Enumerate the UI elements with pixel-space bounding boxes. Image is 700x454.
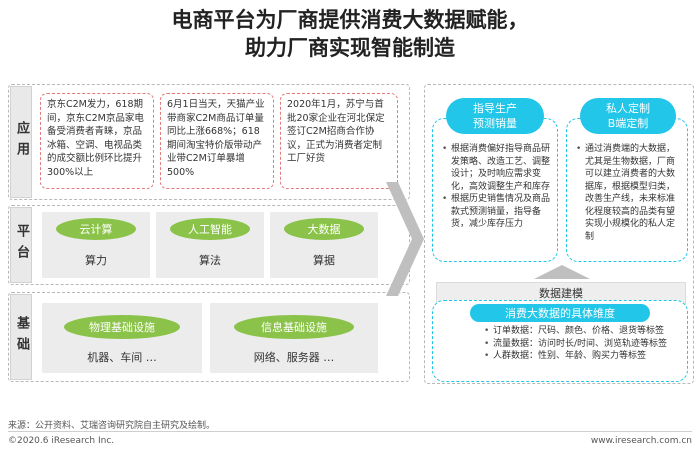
source-note: 来源：公开资料、艾瑞咨询研究院自主研究及绘制。 (8, 421, 216, 431)
custom-title-2: B端定制 (607, 117, 649, 130)
dimension-traffic: 流量数据：访问时长/时间、浏览轨迹等标签 (483, 338, 683, 351)
guide-production-card: 根据消费偏好指导商品研发策略、改造工艺、调整设计；及时响应需求变化，高效调整生产… (432, 118, 558, 262)
footer-divider (8, 431, 692, 432)
bigdata-pill: 大数据 (284, 218, 364, 240)
application-label: 应用 (10, 86, 32, 198)
bigdata-sub: 算据 (313, 254, 335, 267)
custom-bullet-1: 通过消费端的大数据，尤其是生物数据，厂商可以建立消费者的大数据库，根据模型归类，… (575, 143, 683, 243)
right-panel (424, 84, 694, 384)
platform-label-text: 平台 (14, 224, 29, 266)
arrow-up-icon (534, 265, 590, 279)
copyright: ©2020.6 iResearch Inc. (8, 436, 115, 446)
guide-title-2: 预测销量 (473, 117, 517, 130)
ai-pill: 人工智能 (170, 218, 250, 240)
guide-title-1: 指导生产 (473, 102, 517, 115)
page-title-line-1: 电商平台为厂商提供消费大数据赋能， (171, 8, 529, 32)
custom-title-1: 私人定制 (606, 102, 650, 115)
dimensions-list: 订单数据：尺码、颜色、价格、退货等标签 流量数据：访问时长/时间、浏览轨迹等标签… (483, 325, 683, 363)
dimensions-title-pill: 消费大数据的具体维度 (470, 304, 650, 322)
cloud-computing-sub: 算力 (85, 254, 107, 267)
ai-sub: 算法 (199, 254, 221, 267)
foundation-item-info: 信息基础设施 网络、服务器 … (210, 303, 378, 373)
foundation-label-text: 基础 (14, 316, 29, 358)
foundation-label: 基础 (10, 294, 32, 380)
info-infra-sub: 网络、服务器 … (253, 351, 335, 364)
physical-infra-sub: 机器、车间 … (87, 351, 157, 364)
dimension-order: 订单数据：尺码、颜色、价格、退货等标签 (483, 325, 683, 338)
private-custom-pill: 私人定制 B端定制 (580, 98, 676, 134)
foundation-item-physical: 物理基础设施 机器、车间 … (42, 303, 202, 373)
website: www.iresearch.com.cn (590, 436, 692, 446)
dimension-crowd: 人群数据：性别、年龄、购买力等标签 (483, 350, 683, 363)
private-custom-card: 通过消费端的大数据，尤其是生物数据，厂商可以建立消费者的大数据库，根据模型归类，… (566, 118, 688, 262)
application-card-tmall: 6月1日当天，天猫产业带商家C2M商品订单量同比上涨668%；618期间淘宝特价… (160, 93, 274, 189)
page-title-line-2: 助力厂商实现智能制造 (245, 36, 455, 60)
info-infra-pill: 信息基础设施 (234, 315, 354, 339)
platform-item-ai: 人工智能 算法 (156, 212, 264, 278)
guide-bullet-1: 根据消费偏好指导商品研发策略、改造工艺、调整设计；及时响应需求变化，高效调整生产… (441, 143, 553, 193)
chevron-right-icon (386, 182, 424, 296)
application-layer (8, 84, 410, 200)
guide-bullets: 根据消费偏好指导商品研发策略、改造工艺、调整设计；及时响应需求变化，高效调整生产… (441, 143, 553, 231)
physical-infra-pill: 物理基础设施 (64, 315, 180, 339)
platform-label: 平台 (10, 207, 32, 283)
platform-item-bigdata: 大数据 算据 (270, 212, 378, 278)
application-card-suning: 2020年1月，苏宁与首批20家企业在河北保定签订C2M招商合作协议，正式为消费… (280, 93, 398, 189)
cloud-computing-pill: 云计算 (56, 218, 136, 240)
application-card-jd: 京东C2M发力，618期间，京东C2M京品家电备受消费者青睐，京品冰箱、空调、电… (40, 93, 154, 189)
guide-bullet-2: 根据历史销售情况及商品款式预测销量，指导备货，减少库存压力 (441, 193, 553, 231)
application-label-text: 应用 (14, 121, 29, 163)
custom-bullets: 通过消费端的大数据，尤其是生物数据，厂商可以建立消费者的大数据库，根据模型归类，… (575, 143, 683, 243)
foundation-layer (8, 292, 410, 382)
guide-production-pill: 指导生产 预测销量 (446, 98, 544, 134)
platform-item-cloud: 云计算 算力 (42, 212, 150, 278)
